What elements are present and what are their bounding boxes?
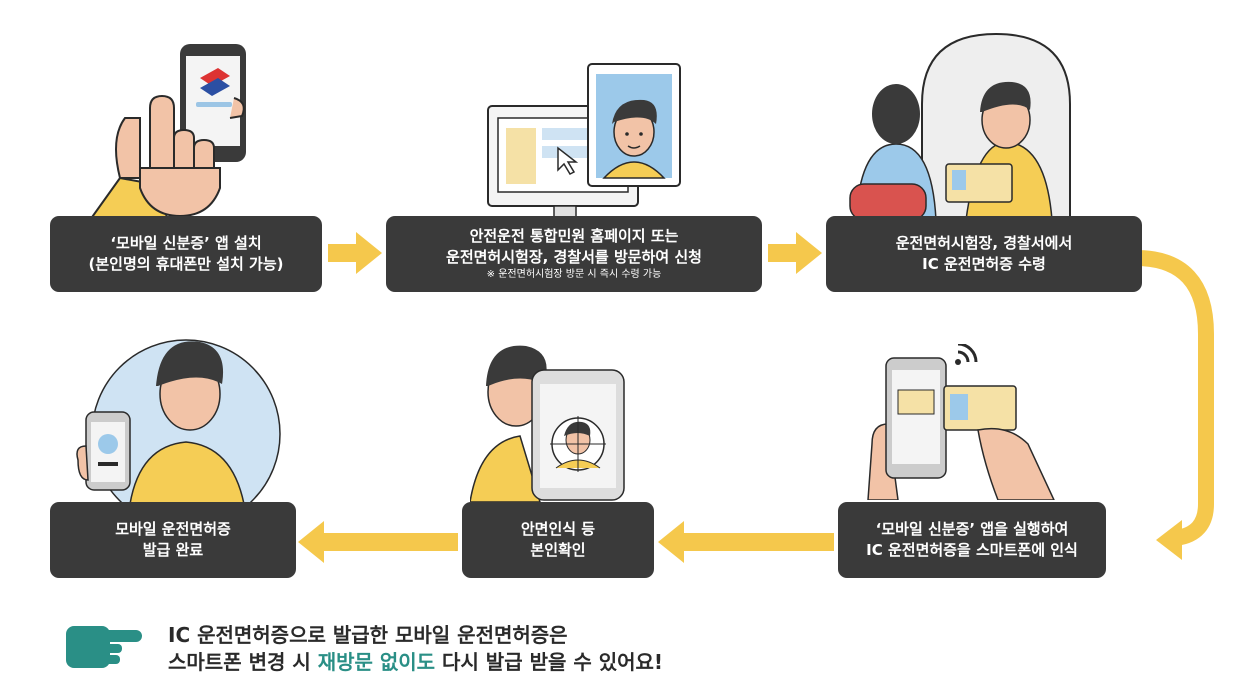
step-5-box: 안면인식 등 본인확인 <box>462 502 654 578</box>
step-3-line2: IC 운전면허증 수령 <box>922 255 1046 273</box>
footer-line2-pre: 스마트폰 변경 시 <box>168 650 318 674</box>
step-2-line1: 안전운전 통합민원 홈페이지 또는 <box>469 227 679 245</box>
step-4-line2: IC 운전면허증을 스마트폰에 인식 <box>866 541 1078 559</box>
step-1-box: ‘모바일 신분증’ 앱 설치 (본인명의 휴대폰만 설치 가능) <box>50 216 322 292</box>
arrow-right-2 <box>768 232 822 274</box>
step-1-line1: ‘모바일 신분증’ 앱 설치 <box>110 234 262 252</box>
step-3-box: 운전면허시험장, 경찰서에서 IC 운전면허증 수령 <box>826 216 1142 292</box>
footer-line2-post: 다시 발급 받을 수 있어요! <box>435 650 664 674</box>
step-6-line1: 모바일 운전면허증 <box>115 520 231 538</box>
arrow-left-2 <box>298 521 458 563</box>
footer-line1: IC 운전면허증으로 발급한 모바일 운전면허증은 <box>168 623 568 647</box>
footer-message: IC 운전면허증으로 발급한 모바일 운전면허증은 스마트폰 변경 시 재방문 … <box>168 622 663 676</box>
counter-handover-icon <box>849 32 1071 220</box>
step-2-note: ※ 운전면허시험장 방문 시 즉시 수령 가능 <box>486 269 662 280</box>
face-recognition-icon <box>470 345 625 502</box>
step-4-line1: ‘모바일 신분증’ 앱을 실행하여 <box>875 520 1069 538</box>
step-6-line2: 발급 완료 <box>142 541 204 559</box>
step-2-line2: 운전면허시험장, 경찰서를 방문하여 신청 <box>446 248 702 266</box>
arrow-right-1 <box>328 232 382 274</box>
arrow-left-1 <box>658 521 834 563</box>
arrow-curve-down <box>1136 250 1214 560</box>
footer-line2: 스마트폰 변경 시 재방문 없이도 다시 발급 받을 수 있어요! <box>168 649 663 676</box>
step-4-box: ‘모바일 신분증’ 앱을 실행하여 IC 운전면허증을 스마트폰에 인식 <box>838 502 1106 578</box>
footer-line2-accent: 재방문 없이도 <box>317 650 436 674</box>
step-5-line2: 본인확인 <box>530 541 586 559</box>
step-2-box: 안전운전 통합민원 홈페이지 또는 운전면허시험장, 경찰서를 방문하여 신청 … <box>386 216 762 292</box>
step-3-line1: 운전면허시험장, 경찰서에서 <box>895 234 1073 252</box>
monitor-photo-icon <box>487 63 681 219</box>
phone-hand-icon <box>88 44 246 220</box>
pointing-hand-icon <box>66 626 142 668</box>
step-1-line2: (본인명의 휴대폰만 설치 가능) <box>88 255 284 273</box>
step-6-box: 모바일 운전면허증 발급 완료 <box>50 502 296 578</box>
step-5-line1: 안면인식 등 <box>520 520 596 538</box>
nfc-card-scan-icon <box>867 344 1055 500</box>
mobile-license-person-icon <box>76 339 281 504</box>
